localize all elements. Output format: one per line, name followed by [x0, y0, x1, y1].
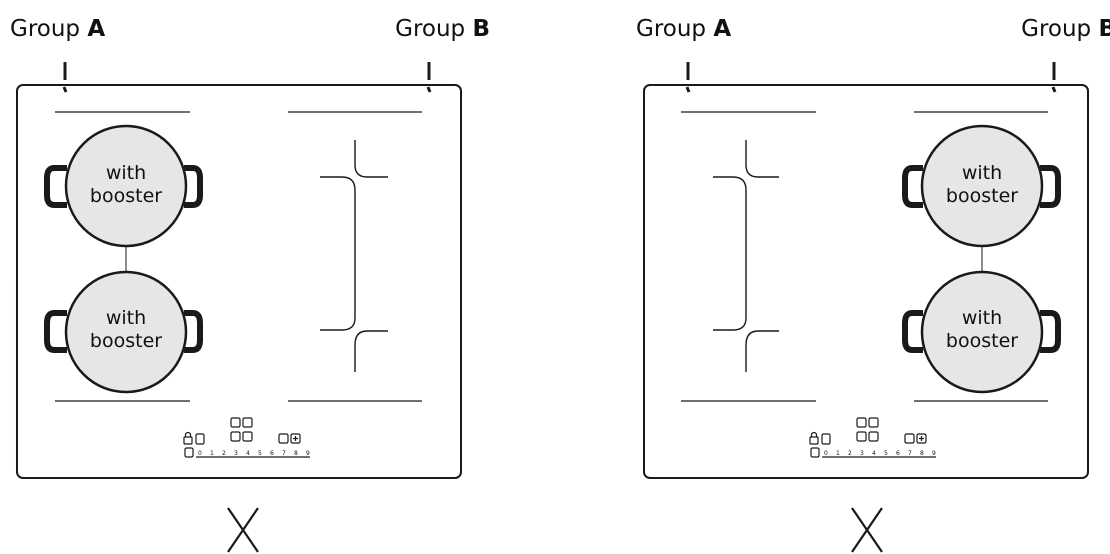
svg-text:3: 3: [234, 450, 238, 457]
zone-select-icon: [868, 417, 879, 428]
svg-text:9: 9: [306, 450, 310, 457]
group-a-marker: [685, 62, 691, 93]
group-b-label: Group B: [1021, 16, 1110, 42]
group-b-marker: [426, 62, 432, 93]
svg-text:4: 4: [246, 450, 250, 457]
plus-icon: [290, 433, 301, 444]
svg-text:8: 8: [920, 450, 924, 457]
booster-label-line1: with: [106, 307, 146, 329]
group-a-label: Group A: [636, 16, 732, 42]
lock-icon: [183, 431, 193, 445]
lock-icon: [809, 431, 819, 445]
timer-icon: [184, 447, 194, 458]
svg-text:1: 1: [836, 450, 840, 457]
cross-icon: [227, 507, 259, 553]
plus-icon: [916, 433, 927, 444]
svg-text:5: 5: [884, 450, 888, 457]
zone-select-icon: [856, 417, 867, 428]
svg-text:1: 1: [210, 450, 214, 457]
hob-diagram-right: Group A Group B with: [636, 0, 1110, 554]
svg-text:7: 7: [908, 450, 912, 457]
booster-label-line1: with: [106, 162, 146, 184]
booster-pot-top: [902, 124, 1061, 248]
booster-label-line1: with: [962, 162, 1002, 184]
zone-select-icon: [856, 431, 867, 442]
svg-text:4: 4: [872, 450, 876, 457]
zone-select-icon: [230, 417, 241, 428]
hob-drawing: with booster with booster 0 1 2 3 4 5 6 7 8 9: [643, 62, 1089, 479]
group-a-label: Group A: [10, 16, 106, 42]
power-icon: [821, 433, 831, 445]
svg-text:8: 8: [294, 450, 298, 457]
booster-label-line2: booster: [946, 185, 1018, 207]
timer-icon: [810, 447, 820, 458]
svg-text:6: 6: [270, 450, 274, 457]
svg-text:6: 6: [896, 450, 900, 457]
hob-drawing: with booster with booster 0 1 2 3 4 5 6 7 8 9: [16, 62, 462, 479]
hob-outline: [16, 84, 462, 479]
control-panel: [183, 417, 310, 458]
booster-label-line2: booster: [90, 330, 162, 352]
control-panel: [809, 417, 936, 458]
flex-zone: [320, 140, 388, 372]
group-b-marker: [1051, 62, 1057, 93]
svg-text:9: 9: [932, 450, 936, 457]
svg-text:7: 7: [282, 450, 286, 457]
zone-select-icon: [242, 431, 253, 442]
hob-diagram-left: Group A Group B: [10, 0, 490, 554]
svg-text:3: 3: [860, 450, 864, 457]
svg-text:2: 2: [222, 450, 226, 457]
group-a-marker: [62, 62, 68, 93]
svg-text:5: 5: [258, 450, 262, 457]
booster-pot-bottom: [902, 270, 1061, 394]
booster-label-line2: booster: [946, 330, 1018, 352]
booster-label-line2: booster: [90, 185, 162, 207]
svg-text:2: 2: [848, 450, 852, 457]
power-scale: 0 1 2 3 4 5 6 7 8 9: [824, 450, 936, 457]
group-b-label: Group B: [395, 16, 490, 42]
zone-select-icon: [242, 417, 253, 428]
booster-key-icon: [278, 433, 289, 444]
booster-label-line1: with: [962, 307, 1002, 329]
cross-icon: [851, 507, 883, 553]
zone-select-icon: [868, 431, 879, 442]
svg-text:0: 0: [824, 450, 828, 457]
zone-select-icon: [230, 431, 241, 442]
flex-zone: [713, 140, 779, 372]
power-scale: 0 1 2 3 4 5 6 7 8 9: [198, 450, 310, 457]
hob-outline: [643, 84, 1089, 479]
power-icon: [195, 433, 205, 445]
svg-text:0: 0: [198, 450, 202, 457]
booster-key-icon: [904, 433, 915, 444]
